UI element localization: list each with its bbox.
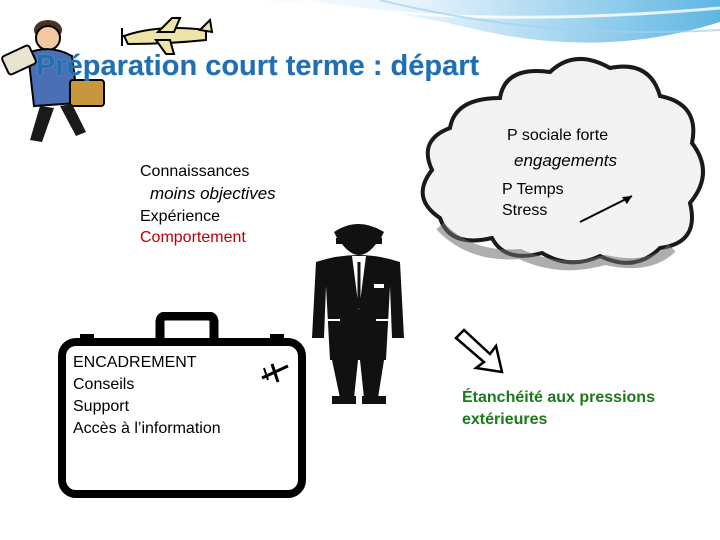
seal-line-2: extérieures — [462, 411, 548, 428]
arrow-icon — [454, 328, 504, 374]
suitcase-item-encadrement: ENCADREMENT — [73, 354, 197, 371]
left-line-behavior: Comportement — [140, 229, 246, 246]
suitcase-icon — [58, 312, 306, 498]
wave-decoration — [220, 0, 720, 43]
suitcase-item-acces: Accès à l’information — [73, 420, 221, 437]
cloud-line-engagements: engagements — [514, 151, 618, 170]
cloud-line-stress: Stress — [502, 202, 548, 219]
cloud-line-time: P Temps — [502, 181, 564, 198]
left-line-less-objective: moins objectives — [150, 184, 276, 203]
airplane-icon — [121, 17, 213, 55]
left-line-knowledge: Connaissances — [140, 163, 250, 180]
cloud-line-social: P sociale forte — [507, 127, 609, 144]
suitcase-item-support: Support — [73, 398, 130, 415]
suitcase-item-conseils: Conseils — [73, 376, 135, 393]
suitcase-list: ENCADREMENT Conseils Support Accès à l’i… — [73, 352, 221, 440]
pilot-icon — [312, 224, 404, 404]
business-traveler-icon — [1, 20, 105, 142]
small-airplane-icon — [261, 363, 289, 383]
left-line-experience: Expérience — [140, 208, 221, 225]
slide-title: Préparation court terme : départ — [36, 50, 480, 82]
storm-cloud-icon — [420, 56, 705, 271]
seal-line-1: Étanchéité aux pressions — [462, 389, 655, 406]
